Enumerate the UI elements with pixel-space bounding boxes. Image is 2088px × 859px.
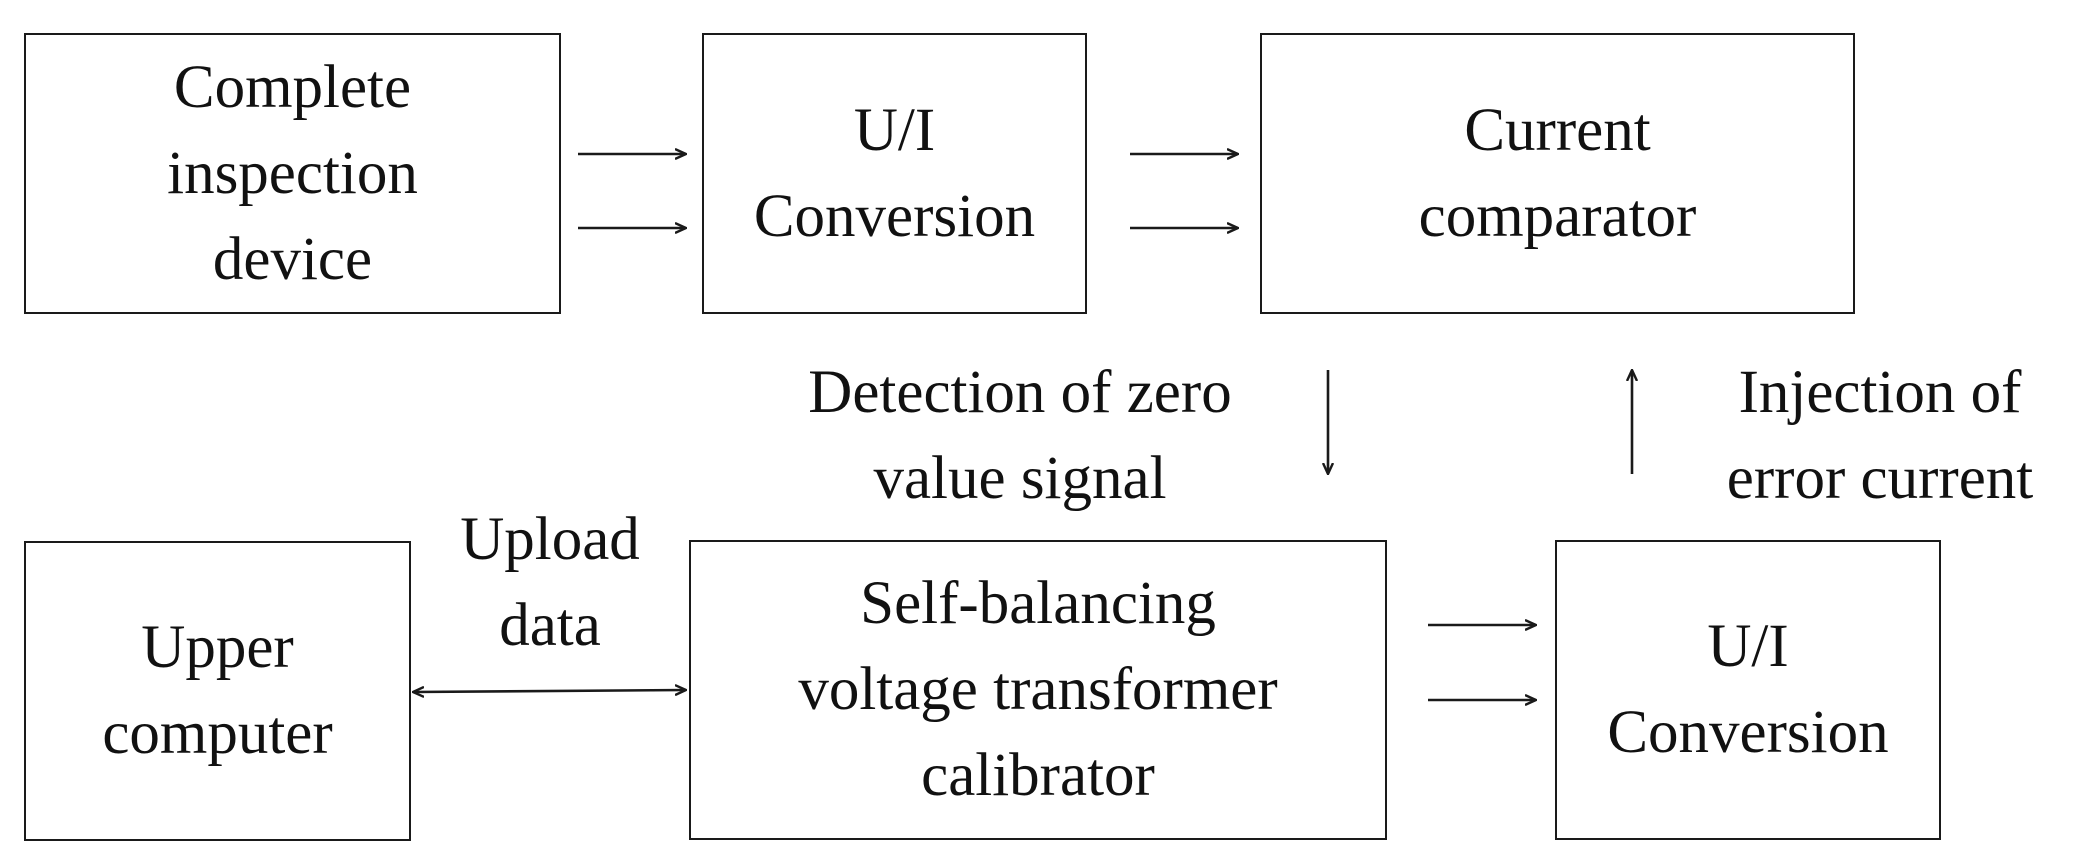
ui-conversion-top-text: U/I Conversion <box>753 96 1036 250</box>
upper-computer-text: Upper computer <box>102 614 333 767</box>
current-comparator-block: Current comparator <box>1260 33 1855 314</box>
zero-signal-label: Detection of zero value signal <box>808 359 1232 512</box>
ui-conversion-top-block: U/I Conversion <box>702 33 1087 314</box>
self-balancing-calibrator-text: Self-balancing voltage transformer calib… <box>798 570 1278 809</box>
complete-inspection-device-text: Complete inspection device <box>167 53 418 293</box>
ui-conversion-bottom-block: U/I Conversion <box>1555 540 1941 840</box>
arrow-upload-data-bidirectional <box>413 690 686 692</box>
ui-conversion-bottom-text: U/I Conversion <box>1607 613 1889 766</box>
error-current-label: Injection of error current <box>1726 359 2034 512</box>
upload-data-label: Upload data <box>460 506 640 659</box>
self-balancing-calibrator-block: Self-balancing voltage transformer calib… <box>689 540 1387 840</box>
upper-computer-block: Upper computer <box>24 541 411 841</box>
complete-inspection-device-block: Complete inspection device <box>24 33 561 314</box>
current-comparator-text: Current comparator <box>1418 96 1697 250</box>
